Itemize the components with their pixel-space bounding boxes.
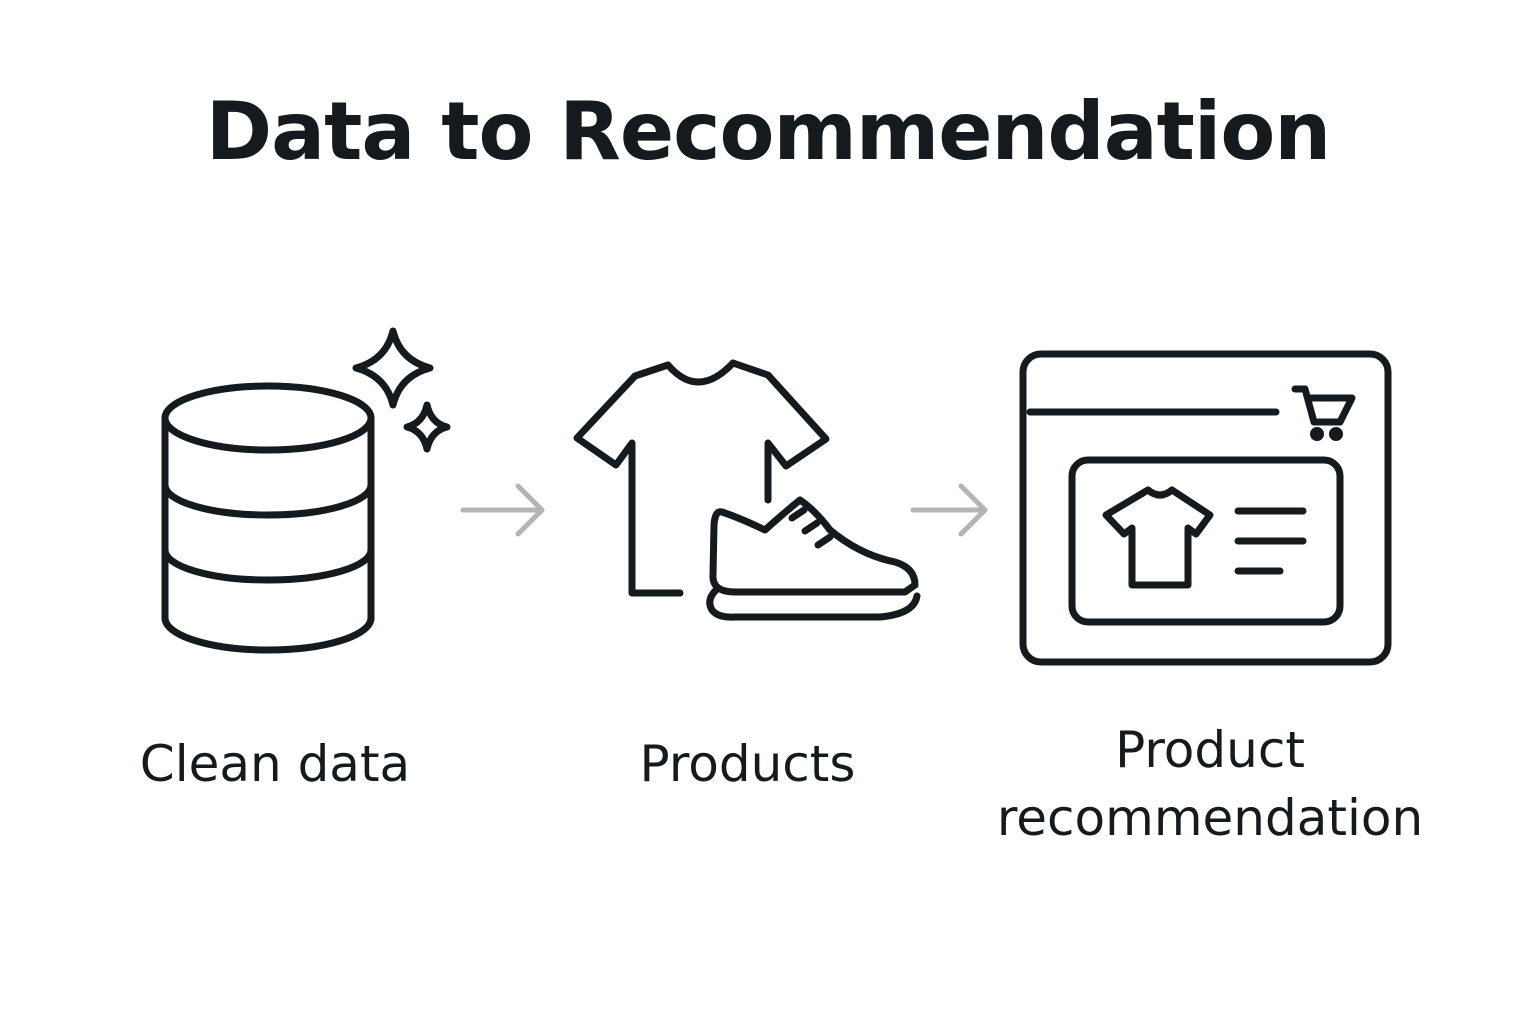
- arrow-right-icon: [460, 483, 545, 537]
- tshirt-icon: [573, 359, 830, 597]
- sneaker-icon: [706, 496, 921, 621]
- tshirt-sneaker-icon: [573, 359, 921, 621]
- step-label-product-recommendation: Product recommendation: [996, 721, 1424, 847]
- step-label-clean-data: Clean data: [139, 735, 411, 793]
- database-sparkle-icon: [161, 327, 451, 654]
- arrow-right-icon: [910, 483, 988, 537]
- diagram-title: Data to Recommendation: [205, 85, 1332, 178]
- sparkle-small-icon: [403, 401, 451, 453]
- browser-window: [1019, 350, 1392, 666]
- shopping-cart-icon: [1291, 385, 1356, 441]
- step-label-products: Products: [639, 735, 856, 793]
- sparkle-large-icon: [352, 327, 434, 409]
- product-card: [1068, 456, 1344, 626]
- web-shop-recommendation-icon: [1019, 350, 1392, 666]
- tshirt-small-icon: [1102, 486, 1214, 589]
